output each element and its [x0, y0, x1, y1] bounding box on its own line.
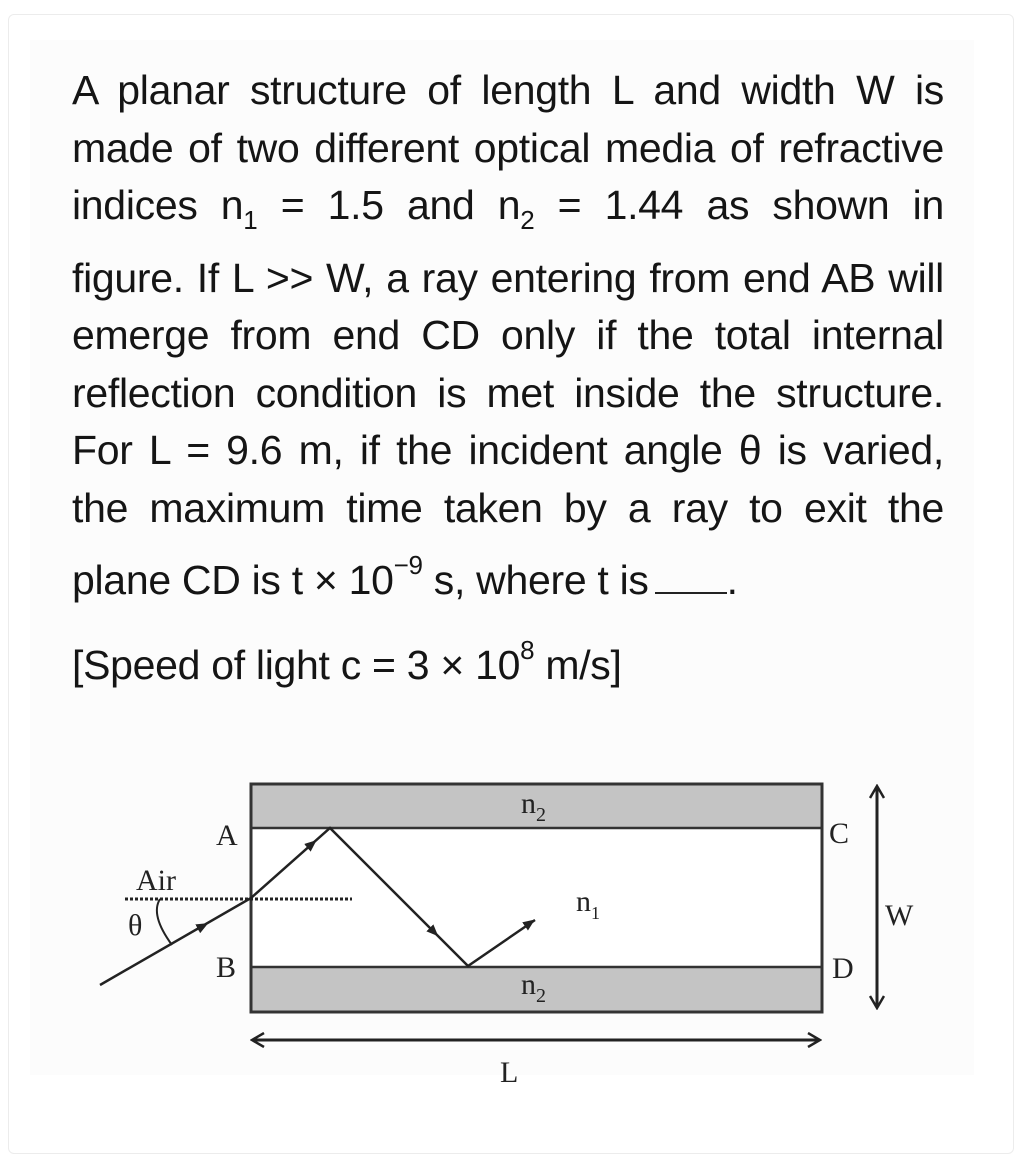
question-text: A planar structure of length L and width… [72, 62, 944, 694]
label-A: A [216, 819, 238, 852]
speed-of-light-note: [Speed of light c = 3 × 108 m/s] [72, 634, 622, 688]
answer-blank [654, 564, 727, 594]
label-theta: θ [128, 909, 142, 942]
bottom-cladding-n2 [251, 967, 822, 1012]
label-C: C [829, 817, 849, 850]
label-D: D [832, 952, 854, 985]
top-cladding-n2 [251, 784, 822, 828]
ray-arrow-refracted [299, 840, 317, 855]
ray-arrow-reflected [424, 922, 439, 937]
theta-arc [156, 898, 173, 946]
label-B: B [216, 951, 236, 984]
ray-arrow-incident [189, 923, 209, 934]
label-n1: n1 [576, 885, 600, 923]
label-air: Air [136, 864, 176, 897]
label-n2-bottom: n2 [521, 968, 546, 1007]
label-L: L [500, 1056, 518, 1089]
label-W: W [885, 899, 914, 932]
question-body: A planar structure of length L and width… [72, 67, 944, 603]
ray-arrow-reflected-2 [519, 919, 535, 931]
label-n2-top: n2 [521, 787, 546, 826]
